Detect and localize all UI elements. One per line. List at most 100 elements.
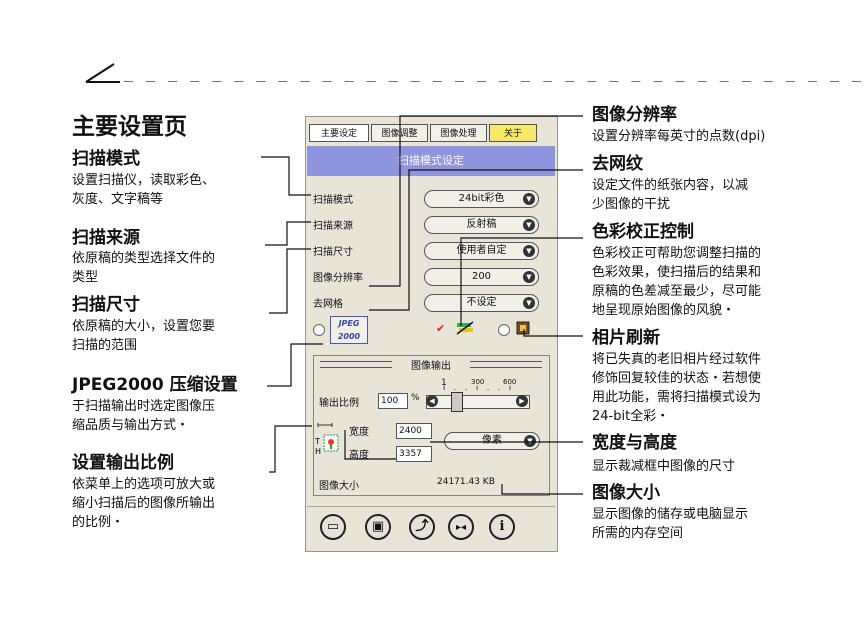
bottom-toolbar xyxy=(307,506,555,549)
chevron-down-icon: ▼ xyxy=(524,435,536,447)
note-color-desc-3: 原稿的色差减至最少，尽可能 xyxy=(592,284,762,299)
group-title-rule-left xyxy=(320,361,392,368)
resolution-value: 200 xyxy=(471,271,492,282)
note-photo-desc-4: 24-bit全彩・ xyxy=(592,409,670,424)
tab-image-process[interactable]: 图像处理 xyxy=(430,124,487,142)
note-output-ratio-desc-2: 缩小扫描后的图像所输出 xyxy=(72,496,216,511)
play-icon: ▸◂ xyxy=(455,522,467,533)
svg-text:T: T xyxy=(314,437,320,446)
scan-source-label: 扫描来源 xyxy=(313,221,353,232)
resolution-label: 图像分辨率 xyxy=(313,273,363,284)
output-ratio-label: 输出比例 xyxy=(319,398,359,409)
image-size-label: 图像大小 xyxy=(319,481,359,492)
title-divider: _ _ _ _ _ _ _ _ _ _ _ _ _ _ _ _ _ _ _ _ … xyxy=(124,64,867,82)
image-output-group xyxy=(313,355,550,496)
scan-mode-label: 扫描模式 xyxy=(313,195,353,206)
photo-refresh-radio[interactable] xyxy=(498,324,510,336)
tab-main-settings[interactable]: 主要设定 xyxy=(309,124,369,142)
page-title: 主要设置页 xyxy=(72,114,187,140)
panel-header: 扫描模式设定 xyxy=(307,146,555,176)
chevron-down-icon: ▼ xyxy=(523,193,535,205)
descreen-select[interactable]: 不设定 ▼ xyxy=(424,294,539,312)
note-photo-desc-2: 修饰回复较佳的状态・若想使 xyxy=(592,371,762,386)
scan-mode-select[interactable]: 24bit彩色▼ xyxy=(424,190,539,208)
color-correction-checkbox[interactable]: ✔ xyxy=(436,322,446,335)
note-color-heading: 色彩校正控制 xyxy=(592,222,694,242)
height-label: 高度 xyxy=(349,450,369,461)
note-photo-desc-1: 将已失真的老旧相片经过软件 xyxy=(592,352,762,367)
note-resolution-desc-1: 设置分辨率每英寸的点数(dpi) xyxy=(592,129,766,144)
note-jpeg-desc-2: 缩品质与输出方式・ xyxy=(72,418,190,433)
slider-right-arrow-icon[interactable]: ▶ xyxy=(516,395,528,407)
chevron-down-icon: ▼ xyxy=(523,297,535,309)
scan-size-select[interactable]: 使用者自定 ▼ xyxy=(424,242,539,260)
slider-left-arrow-icon[interactable]: ◀ xyxy=(426,395,438,407)
unit-value: 像素 xyxy=(482,435,502,446)
note-scan-size-desc-2: 扫描的范围 xyxy=(72,338,138,353)
note-jpeg-desc-1: 于扫描输出时选定图像压 xyxy=(72,399,216,414)
info-button[interactable]: i xyxy=(489,514,515,540)
scale-600: 600 xyxy=(503,378,517,386)
output-ratio-input[interactable]: 100 xyxy=(378,393,408,409)
info-icon: i xyxy=(499,519,505,534)
note-output-ratio-desc-1: 依菜单上的选项可放大或 xyxy=(72,477,216,492)
resolution-select[interactable]: 200 ▼ xyxy=(424,268,539,286)
note-descreen-desc-1: 设定文件的纸张内容，以减 xyxy=(592,178,749,193)
color-correction-icon xyxy=(456,321,474,335)
note-resolution-heading: 图像分辨率 xyxy=(592,105,677,125)
chevron-down-icon: ▼ xyxy=(523,245,535,257)
scale-min: 1 xyxy=(441,378,447,388)
unit-select[interactable]: 像素 ▼ xyxy=(444,432,540,450)
width-input[interactable]: 2400 xyxy=(396,423,432,439)
note-output-ratio-heading: 设置输出比例 xyxy=(72,453,174,473)
note-scan-source-desc-2: 类型 xyxy=(72,270,99,285)
note-scan-source-heading: 扫描来源 xyxy=(72,228,140,248)
width-label: 宽度 xyxy=(349,427,369,438)
note-wh-heading: 宽度与高度 xyxy=(592,433,677,453)
chevron-down-icon: ▼ xyxy=(523,219,535,231)
preview-button[interactable]: ▸◂ xyxy=(448,514,474,540)
note-color-desc-1: 色彩校正可帮助您调整扫描的 xyxy=(592,246,762,261)
note-scan-source-desc-1: 依原稿的类型选择文件的 xyxy=(72,251,216,266)
width-height-icon: T H xyxy=(314,423,339,456)
scale-300: 300 xyxy=(471,378,485,386)
jpeg-radio[interactable] xyxy=(313,324,325,336)
tab-about[interactable]: 关于 xyxy=(489,124,537,142)
note-image-size-desc-2: 所需的内存空间 xyxy=(592,526,684,541)
jpeg2000-button[interactable]: JPEG 2000 xyxy=(330,316,368,344)
image-output-title: 图像输出 xyxy=(411,361,451,372)
disk-icon: ▣ xyxy=(371,519,385,534)
chevron-down-icon: ▼ xyxy=(523,271,535,283)
scan-button[interactable]: ⤴ xyxy=(409,514,435,540)
note-color-desc-4: 地呈现原始图像的风貌・ xyxy=(592,303,736,318)
image-size-value: 24171.43 KB xyxy=(437,477,495,487)
scan-size-value: 使用者自定 xyxy=(456,245,507,256)
photo-refresh-icon xyxy=(516,321,530,335)
note-photo-desc-3: 用此功能，需将扫描模式设为 xyxy=(592,390,762,405)
save-button[interactable]: ▣ xyxy=(365,514,391,540)
note-image-size-heading: 图像大小 xyxy=(592,483,660,503)
note-descreen-heading: 去网纹 xyxy=(592,154,643,174)
note-photo-heading: 相片刷新 xyxy=(592,328,660,348)
descreen-value: 不设定 xyxy=(466,297,497,308)
note-scan-mode-heading: 扫描模式 xyxy=(72,149,140,169)
note-jpeg-heading: JPEG2000 压缩设置 xyxy=(72,375,238,395)
note-scan-size-desc-1: 依原稿的大小，设置您要 xyxy=(72,319,216,334)
note-image-size-desc-1: 显示图像的储存或电脑显示 xyxy=(592,507,749,522)
scan-source-value: 反射稿 xyxy=(466,219,497,230)
note-color-desc-2: 色彩效果，使扫描后的结果和 xyxy=(592,265,762,280)
descreen-label: 去网格 xyxy=(313,299,343,310)
open-folder-button[interactable]: ▭ xyxy=(320,514,346,540)
group-title-rule-right xyxy=(470,361,542,368)
pen-icon xyxy=(85,63,120,83)
height-input[interactable]: 3357 xyxy=(396,446,432,462)
scale-ticks: ı . . ı . . ı xyxy=(443,383,515,392)
scan-source-select[interactable]: 反射稿 ▼ xyxy=(424,216,539,234)
note-descreen-desc-2: 少图像的干扰 xyxy=(592,197,671,212)
note-scan-mode-desc-2: 灰度、文字稿等 xyxy=(72,192,164,207)
scan-icon: ⤴ xyxy=(415,519,429,534)
note-scan-size-heading: 扫描尺寸 xyxy=(72,295,140,315)
folder-icon: ▭ xyxy=(326,519,340,534)
slider-thumb[interactable] xyxy=(451,392,463,412)
note-scan-mode-desc-1: 设置扫描仪，读取彩色、 xyxy=(72,173,216,188)
